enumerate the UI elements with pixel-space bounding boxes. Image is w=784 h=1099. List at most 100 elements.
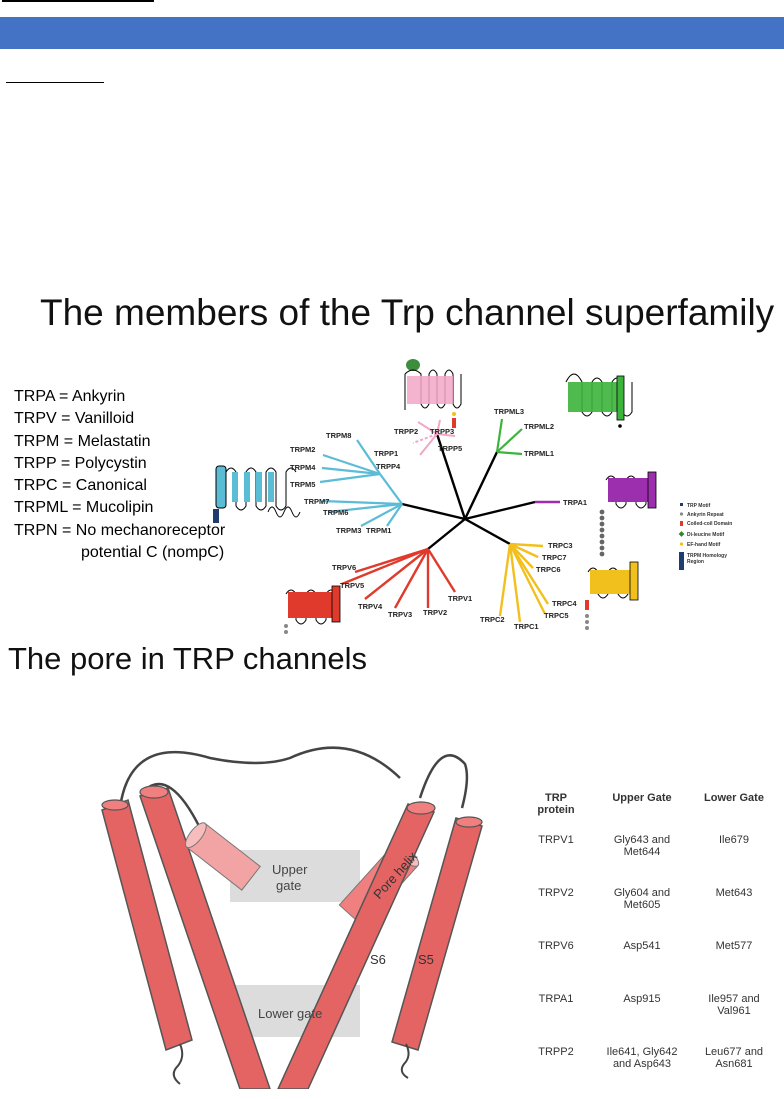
trpml-channel-cartoon xyxy=(565,373,633,428)
left-pore-helix xyxy=(184,822,261,891)
pore-diagram: Upper gate Lower gate Pore helix S6 S5 xyxy=(101,746,483,1089)
header-banner xyxy=(0,17,784,49)
tree-label: TRPV4 xyxy=(358,602,383,611)
top-rule xyxy=(2,0,154,2)
table-row: TRPV6 Asp541 Met577 xyxy=(520,940,784,993)
trpc-branches xyxy=(498,542,550,623)
upper-gate-label: Upper xyxy=(272,862,308,877)
header-lower-gate: Lower Gate xyxy=(704,792,764,804)
tree-label: TRPV1 xyxy=(448,594,472,603)
table-cell: Asp541 xyxy=(623,940,661,952)
table-cell: TRPA1 xyxy=(538,993,574,1005)
key-label: EF-hand Motif xyxy=(687,542,721,548)
s6-helix xyxy=(277,801,436,1089)
lower-gate-label: Lower gate xyxy=(258,1006,322,1021)
trpv-branches xyxy=(341,547,457,609)
trpa-channel-cartoon xyxy=(599,471,657,557)
section-rule xyxy=(6,82,104,83)
legend-item: TRPA = Ankyrin xyxy=(14,388,126,405)
legend-item: TRPC = Canonical xyxy=(14,477,147,495)
s5-label: S5 xyxy=(418,952,434,967)
left-inner-helix xyxy=(139,785,271,1089)
upper-gate-label: gate xyxy=(276,878,301,893)
table-cell: Ile679 xyxy=(719,834,749,846)
table-cell: TRPV1 xyxy=(538,834,574,846)
legend-item: TRPP = Polycystin xyxy=(14,454,147,472)
tree-label: TRPP4 xyxy=(376,462,401,471)
superfamily-title: The members of the Trp channel superfami… xyxy=(40,292,775,333)
legend-item: potential C (nompC) xyxy=(81,544,225,562)
key-label: Region xyxy=(687,559,704,565)
header-upper-gate: Upper Gate xyxy=(612,792,672,804)
tree-label: TRPM3 xyxy=(336,526,361,535)
trp-tree-figure: TRPM8 TRPM2 TRPM4 TRPM5 TRPM7 TRPM6 TRPM… xyxy=(213,359,732,634)
legend-item: TRPV = Vanilloid xyxy=(14,410,135,428)
tree-label: TRPM2 xyxy=(290,445,315,454)
table-cell: Asp915 xyxy=(623,993,661,1005)
trpm-channel-cartoon xyxy=(213,465,301,523)
tree-label: TRPM5 xyxy=(290,480,315,489)
tree-label: TRPA1 xyxy=(563,498,587,507)
tree-label: TRPP2 xyxy=(394,427,418,436)
legend-item: TRPN = No mechanoreceptor xyxy=(14,521,226,539)
trpp-branches xyxy=(412,419,456,456)
right-loop xyxy=(418,754,469,809)
left-loop xyxy=(118,746,401,809)
s6-label: S6 xyxy=(370,952,386,967)
trpml-branches xyxy=(495,418,523,456)
tree-label: TRPV5 xyxy=(340,581,364,590)
tree-label: TRPC3 xyxy=(548,541,573,550)
tree-label: TRPM7 xyxy=(304,497,329,506)
tree-label: TRPM4 xyxy=(290,463,316,472)
tree-label: TRPV6 xyxy=(332,563,356,572)
tree-label: TRPML1 xyxy=(524,449,554,458)
tree-label: TRPP1 xyxy=(374,449,398,458)
tree-label: TRPM1 xyxy=(366,526,391,535)
key-label: Di-leucine Motif xyxy=(687,532,725,538)
table-cell: TRPV6 xyxy=(538,940,574,952)
tree-label: TRPM6 xyxy=(323,508,348,517)
table-cell: Met577 xyxy=(715,940,753,952)
key-label: TRPM Homology xyxy=(687,553,727,559)
legend-item: TRPML = Mucolipin xyxy=(14,499,154,517)
trpv-channel-cartoon xyxy=(284,585,341,634)
key-label: Coiled-coil Domain xyxy=(687,521,732,527)
motif-key: TRP Motif Ankyrin Repeat Coiled-coil Dom… xyxy=(678,503,732,570)
tree-label: TRPC6 xyxy=(536,565,561,574)
s5-helix xyxy=(391,816,483,1051)
tree-label: TRPV2 xyxy=(423,608,447,617)
tree-label: TRPM8 xyxy=(326,431,351,440)
trpp-channel-cartoon xyxy=(404,359,462,428)
abbreviation-legend: TRPA = Ankyrin TRPV = Vanilloid TRPM = M… xyxy=(14,386,225,564)
key-label: Ankyrin Repeat xyxy=(687,512,724,518)
tree-labels: TRPM8 TRPM2 TRPM4 TRPM5 TRPM7 TRPM6 TRPM… xyxy=(290,407,587,631)
trpc-channel-cartoon xyxy=(585,561,639,630)
table-cell: Met643 xyxy=(715,887,753,899)
tree-label: TRPML3 xyxy=(494,407,524,416)
tree-label: TRPC1 xyxy=(514,622,539,631)
tree-label: TRPC2 xyxy=(480,615,505,624)
tree-label: TRPV3 xyxy=(388,610,412,619)
trpm-branches xyxy=(319,439,403,527)
pore-title: The pore in TRP channels xyxy=(8,641,368,676)
legend-item: TRPM = Melastatin xyxy=(14,432,151,450)
tree-label: TRPP5 xyxy=(438,444,462,453)
tree-label: TRPP3 xyxy=(430,427,454,436)
tree-backbone xyxy=(401,433,536,550)
tree-label: TRPC4 xyxy=(552,599,577,608)
tree-label: TRPC7 xyxy=(542,553,567,562)
left-outer-helix xyxy=(101,799,193,1051)
key-label: TRP Motif xyxy=(687,503,711,509)
